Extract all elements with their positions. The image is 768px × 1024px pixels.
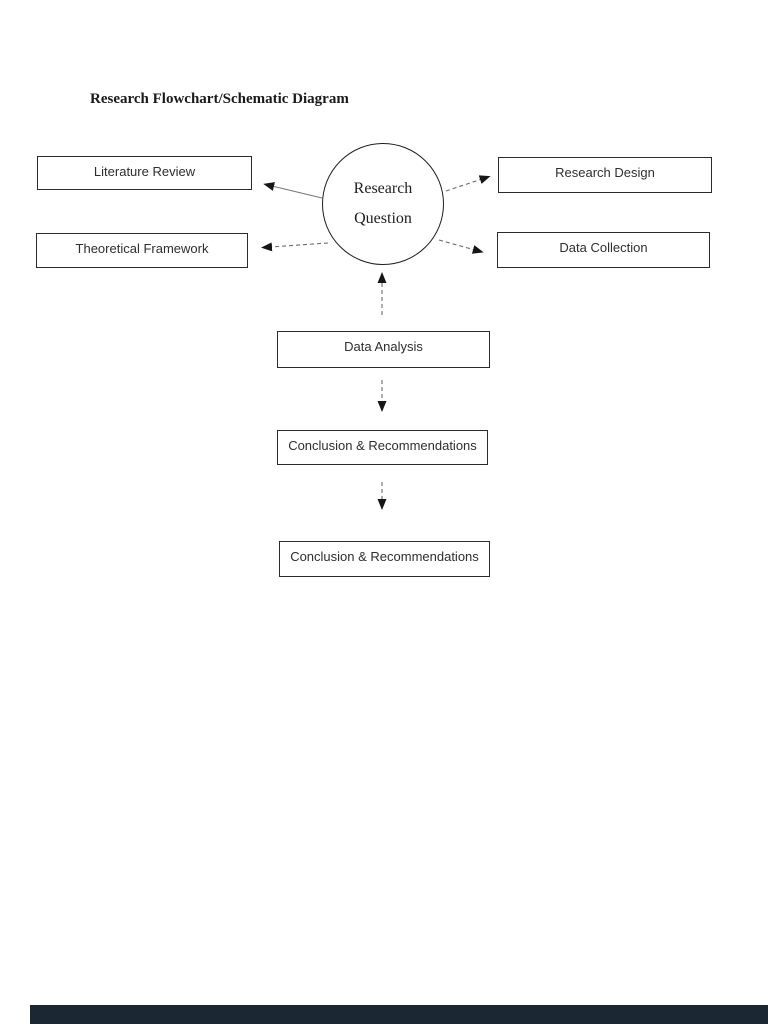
arrow-circle-to-research-design: [445, 175, 491, 192]
node-research-design: Research Design: [498, 157, 712, 193]
diagram-title: Research Flowchart/Schematic Diagram: [90, 91, 349, 107]
node-conclusion-recommendations-1: Conclusion & Recommendations: [277, 430, 488, 465]
arrow-circle-to-theoretical-framework: [261, 242, 329, 252]
node-label: Data Analysis: [344, 339, 423, 354]
node-data-analysis: Data Analysis: [277, 331, 490, 368]
node-label: Conclusion & Recommendations: [290, 549, 479, 564]
node-literature-review: Literature Review: [37, 156, 252, 190]
viewer-bottom-bar: [30, 1005, 768, 1024]
node-data-collection: Data Collection: [497, 232, 710, 268]
node-research-question-label: Research Question: [353, 180, 413, 227]
node-label: Data Collection: [559, 240, 648, 255]
arrow-circle-to-data-collection: [438, 239, 484, 254]
node-research-question: Research Question: [322, 143, 444, 265]
node-label: Literature Review: [93, 164, 196, 179]
node-conclusion-recommendations-2: Conclusion & Recommendations: [279, 541, 490, 577]
node-label: Theoretical Framework: [75, 241, 209, 256]
arrow-circle-to-literature-review: [263, 182, 323, 199]
node-theoretical-framework: Theoretical Framework: [36, 233, 248, 268]
node-label: Conclusion & Recommendations: [288, 438, 477, 453]
node-label: Research Design: [555, 165, 655, 180]
